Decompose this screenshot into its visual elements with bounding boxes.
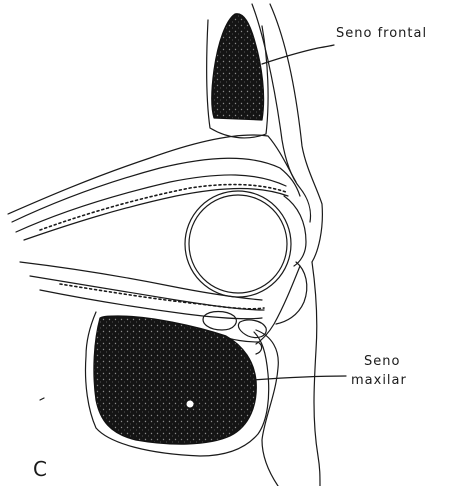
frontal-leader-line xyxy=(262,45,334,64)
upper-eyelid xyxy=(284,196,306,266)
eyeball xyxy=(185,191,291,297)
orbital-floor-layer-3 xyxy=(40,290,262,319)
left-mark xyxy=(40,398,44,400)
orbital-roof-layer-1 xyxy=(12,158,300,222)
inferior-structure-2 xyxy=(238,320,266,338)
orbital-roof-layer-2 xyxy=(16,175,286,232)
sinus-ostium-spot xyxy=(187,401,194,408)
maxillary-sinus-label-line1: Seno xyxy=(364,354,400,370)
maxillary-sinus-cavity xyxy=(94,316,256,444)
orbital-roof-dotted xyxy=(40,185,286,230)
inferior-structure-1 xyxy=(203,312,236,331)
orbital-roof-outer xyxy=(8,135,296,214)
skin-outer-line xyxy=(270,4,322,262)
orbital-rim-lower xyxy=(256,266,300,344)
panel-letter: C xyxy=(33,458,47,480)
maxillary-sinus-label-line2: maxilar xyxy=(351,373,407,389)
lower-eyelid xyxy=(276,262,307,324)
eyeball-inner xyxy=(189,195,287,293)
frontal-sinus-label: Seno frontal xyxy=(336,26,427,42)
frontal-sinus-cavity xyxy=(212,14,264,120)
maxilar-leader-line xyxy=(252,376,346,380)
cheek-skin-line xyxy=(312,262,320,486)
